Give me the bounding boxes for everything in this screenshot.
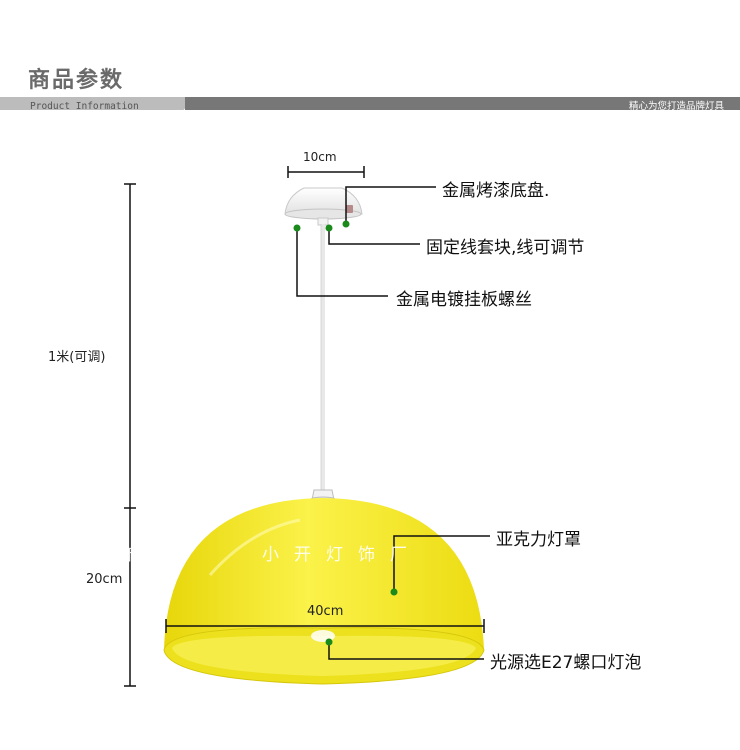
cord-lock-callout-label: 固定线套块,线可调节	[426, 238, 585, 258]
shade-width-dimension-line	[165, 619, 485, 633]
bulb-callout-line	[328, 642, 484, 660]
watermark-right: 小开灯饰厂	[506, 545, 666, 565]
brand-slogan: 精心为您打造品牌灯具	[628, 101, 724, 112]
cord-lock-marker-dot	[325, 224, 333, 232]
cord-length-label: 1米(可调)	[48, 350, 106, 365]
watermark-left: 小开灯饰厂	[22, 545, 182, 565]
canopy-marker-dot	[342, 220, 350, 228]
canopy-callout-line	[345, 186, 436, 224]
shade-callout-line	[393, 535, 490, 592]
page-title: 商品参数	[28, 68, 125, 93]
watermark-center: 小开灯饰厂	[262, 545, 422, 565]
canopy-width-dimension-line	[287, 166, 365, 178]
screw-marker-dot	[293, 224, 301, 232]
header-divider-bar	[0, 97, 740, 110]
acrylic-lamp-shade	[163, 498, 485, 685]
shade-callout-label: 亚克力灯罩	[496, 530, 581, 550]
page-subtitle: Product Information	[30, 101, 139, 112]
bulb-marker-dot	[325, 638, 333, 646]
canopy-callout-label: 金属烤漆底盘.	[442, 181, 550, 201]
shade-marker-dot	[390, 588, 398, 596]
screw-callout-label: 金属电镀挂板螺丝	[396, 290, 532, 310]
shade-height-label: 20cm	[86, 572, 123, 587]
ceiling-canopy	[284, 187, 363, 226]
cord-lock-callout-line	[328, 228, 420, 245]
height-dimension-line	[124, 183, 136, 687]
shade-width-label: 40cm	[307, 604, 344, 619]
screw-callout-line	[296, 228, 388, 297]
canopy-width-label: 10cm	[303, 150, 337, 164]
bulb-callout-label: 光源选E27螺口灯泡	[490, 653, 642, 673]
